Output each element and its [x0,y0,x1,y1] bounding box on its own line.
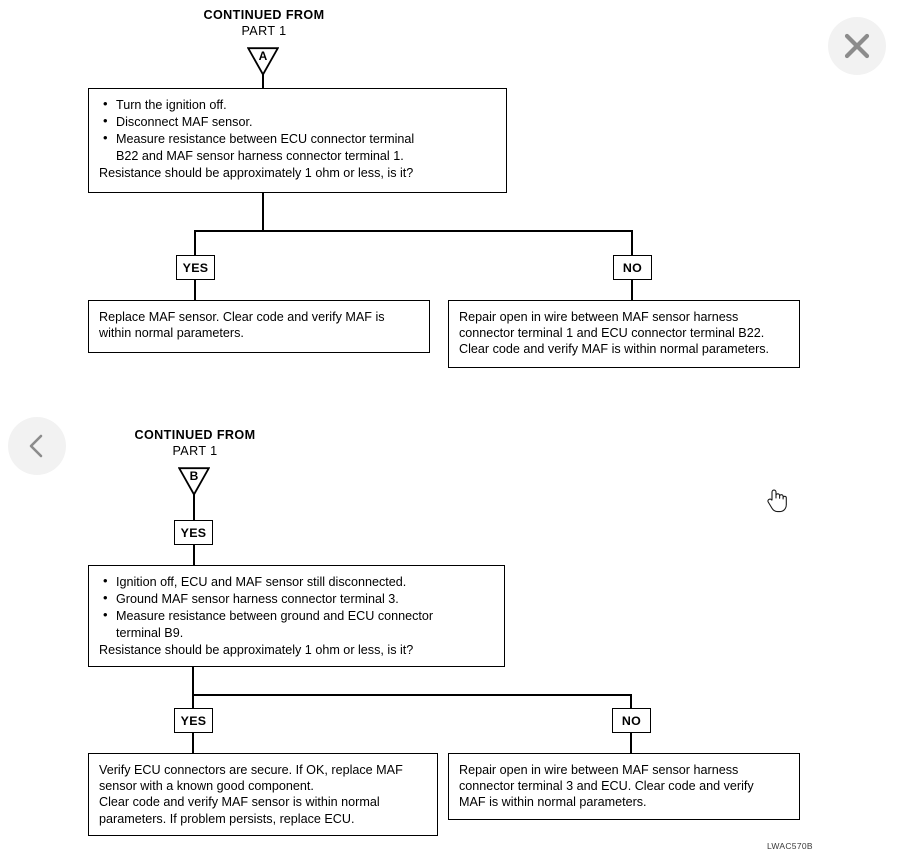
connector-triangle-b-letter: B [189,469,199,483]
close-icon [840,29,874,63]
connector-triangle-a: A [247,47,279,76]
section-b-branch-bus [192,694,632,696]
section-a-no-result-box: Repair open in wire between MAF sensor h… [448,300,800,368]
section-a-step: Disconnect MAF sensor. [99,113,496,130]
section-a-branch-bus [194,230,633,232]
section-b-step: Ignition off, ECU and MAF sensor still d… [99,573,494,590]
section-b-entry-yes-tag: YES [174,520,213,545]
section-a-step-list: Turn the ignition off. Disconnect MAF se… [99,96,496,164]
section-a-header: CONTINUED FROM PART 1 [185,8,343,39]
section-b-yes-result-box: Verify ECU connectors are secure. If OK,… [88,753,438,836]
section-a-question: Resistance should be approximately 1 ohm… [99,165,414,180]
close-button[interactable] [828,17,886,75]
section-b-entry-tag-stem [193,545,195,566]
section-a-header-line1: CONTINUED FROM [203,8,325,22]
section-b-yes-result-text: Verify ECU connectors are secure. If OK,… [99,763,403,826]
section-b-step: Measure resistance between ground and EC… [99,607,494,640]
section-b-yes-tag-stem [192,733,194,754]
section-b-question: Resistance should be approximately 1 ohm… [99,642,414,657]
figure-code: LWAC570B [767,841,813,851]
section-b-no-tag-stem [630,733,632,754]
section-a-yes-result-text: Replace MAF sensor. Clear code and verif… [99,310,385,341]
section-b-no-drop [630,694,632,709]
pointer-hand-cursor [766,487,788,513]
previous-page-button[interactable] [8,417,66,475]
section-a-no-tag: NO [613,255,652,280]
connector-a-to-decision [262,73,264,89]
section-a-yes-tag-stem [194,280,196,301]
section-a-no-drop [631,230,633,256]
section-a-step: Measure resistance between ECU connector… [99,130,496,163]
section-b-header-line2: PART 1 [172,444,218,458]
section-b-no-result-box: Repair open in wire between MAF sensor h… [448,753,800,820]
section-b-no-tag: NO [612,708,651,733]
section-a-no-tag-stem [631,280,633,301]
section-b-header-line1: CONTINUED FROM [134,428,256,442]
section-a-yes-tag: YES [176,255,215,280]
section-a-no-result-text: Repair open in wire between MAF sensor h… [459,310,770,357]
section-a-decision-stem [262,193,264,231]
connector-triangle-a-letter: A [258,49,268,63]
section-b-header: CONTINUED FROM PART 1 [116,428,274,459]
chevron-left-icon [24,431,50,461]
section-a-header-line2: PART 1 [241,24,287,38]
section-b-decision-box: Ignition off, ECU and MAF sensor still d… [88,565,505,667]
section-b-no-result-text: Repair open in wire between MAF sensor h… [459,763,754,810]
connector-triangle-b: B [178,467,210,496]
section-a-yes-result-box: Replace MAF sensor. Clear code and verif… [88,300,430,353]
section-b-yes-tag: YES [174,708,213,733]
section-b-step-list: Ignition off, ECU and MAF sensor still d… [99,573,494,641]
section-b-yes-drop [192,694,194,709]
section-a-step: Turn the ignition off. [99,96,496,113]
section-b-step: Ground MAF sensor harness connector term… [99,590,494,607]
section-b-decision-stem [192,667,194,695]
section-a-yes-drop [194,230,196,256]
connector-b-to-entry-tag [193,493,195,521]
section-a-decision-box: Turn the ignition off. Disconnect MAF se… [88,88,507,193]
